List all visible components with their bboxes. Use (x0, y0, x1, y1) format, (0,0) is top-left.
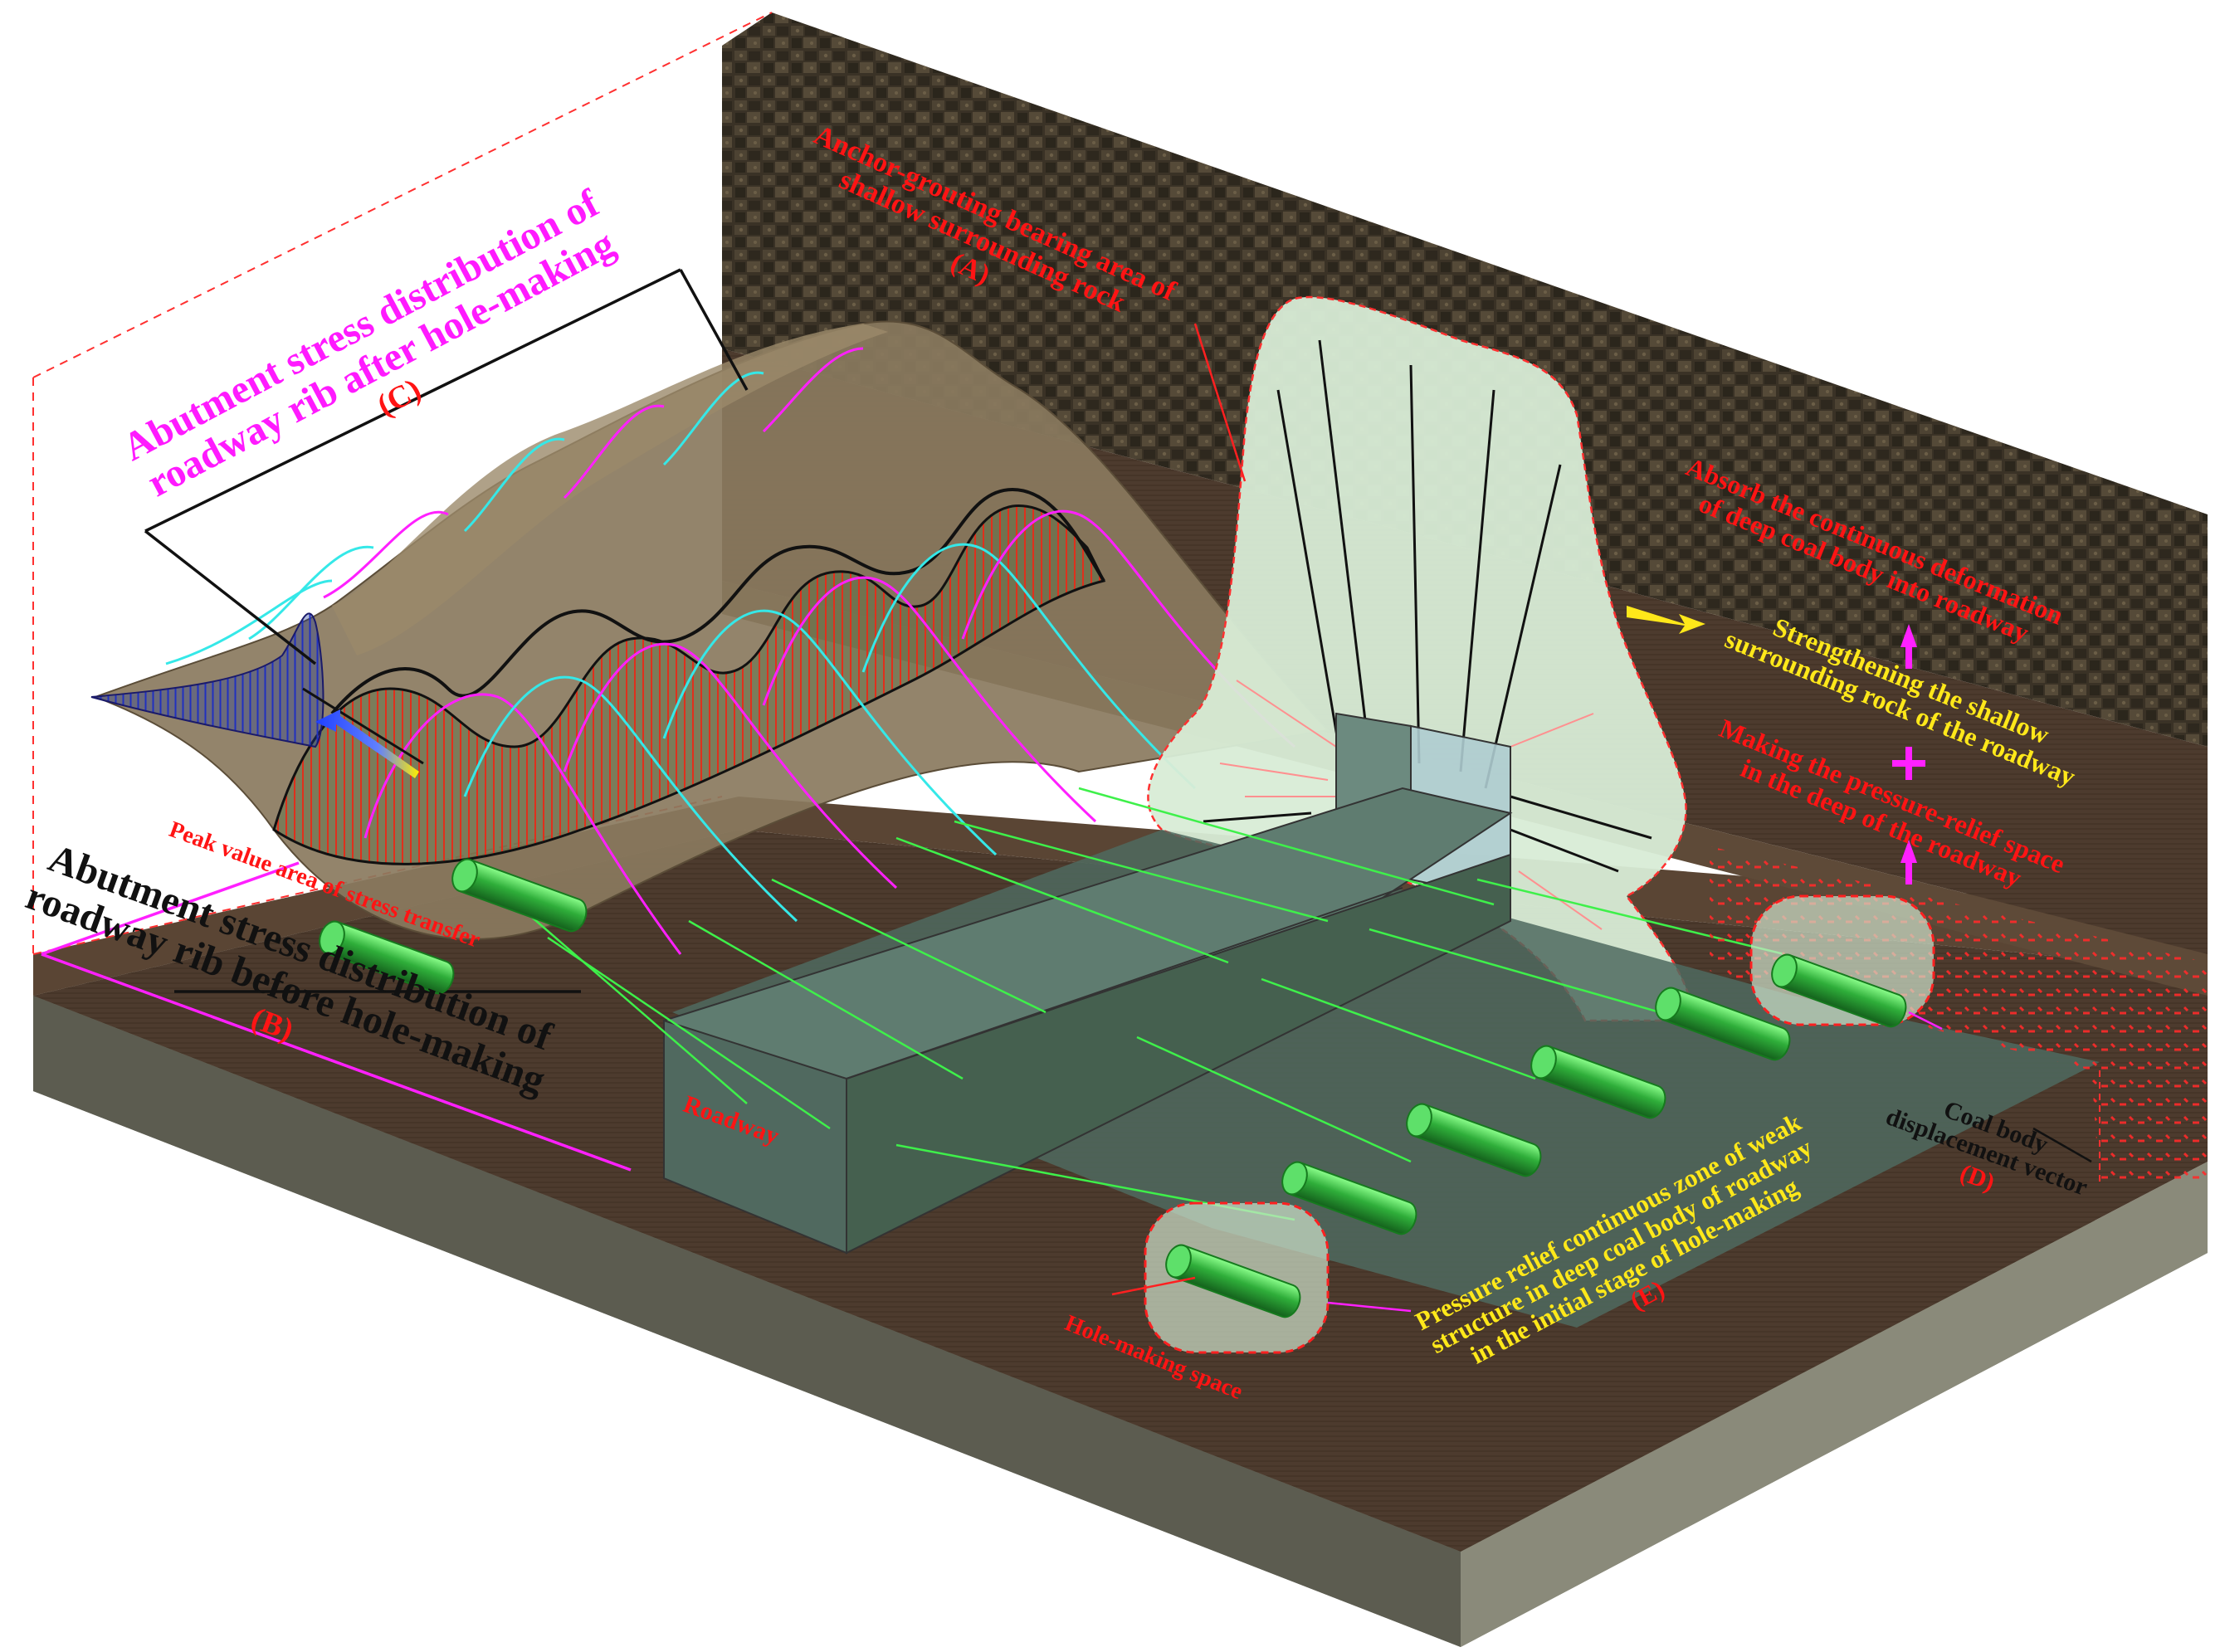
label-pointers (1111, 323, 2092, 1313)
magenta-arrow-up-icon (1900, 624, 1917, 669)
callout-lines (41, 268, 749, 1172)
magenta-arrow-up-icon-lower (1900, 840, 1917, 884)
yellow-arrow-right-icon (1627, 606, 1705, 634)
stress-contours (165, 347, 1295, 955)
hole-space-d (1749, 894, 1935, 1031)
magenta-plus-icon (1892, 747, 1925, 780)
stress-peak-before (90, 612, 424, 765)
stress-transfer-arrow (315, 709, 419, 778)
roadway-box (662, 787, 1513, 1255)
stress-surface (93, 320, 1330, 940)
hole-space-e (1144, 1201, 1330, 1354)
